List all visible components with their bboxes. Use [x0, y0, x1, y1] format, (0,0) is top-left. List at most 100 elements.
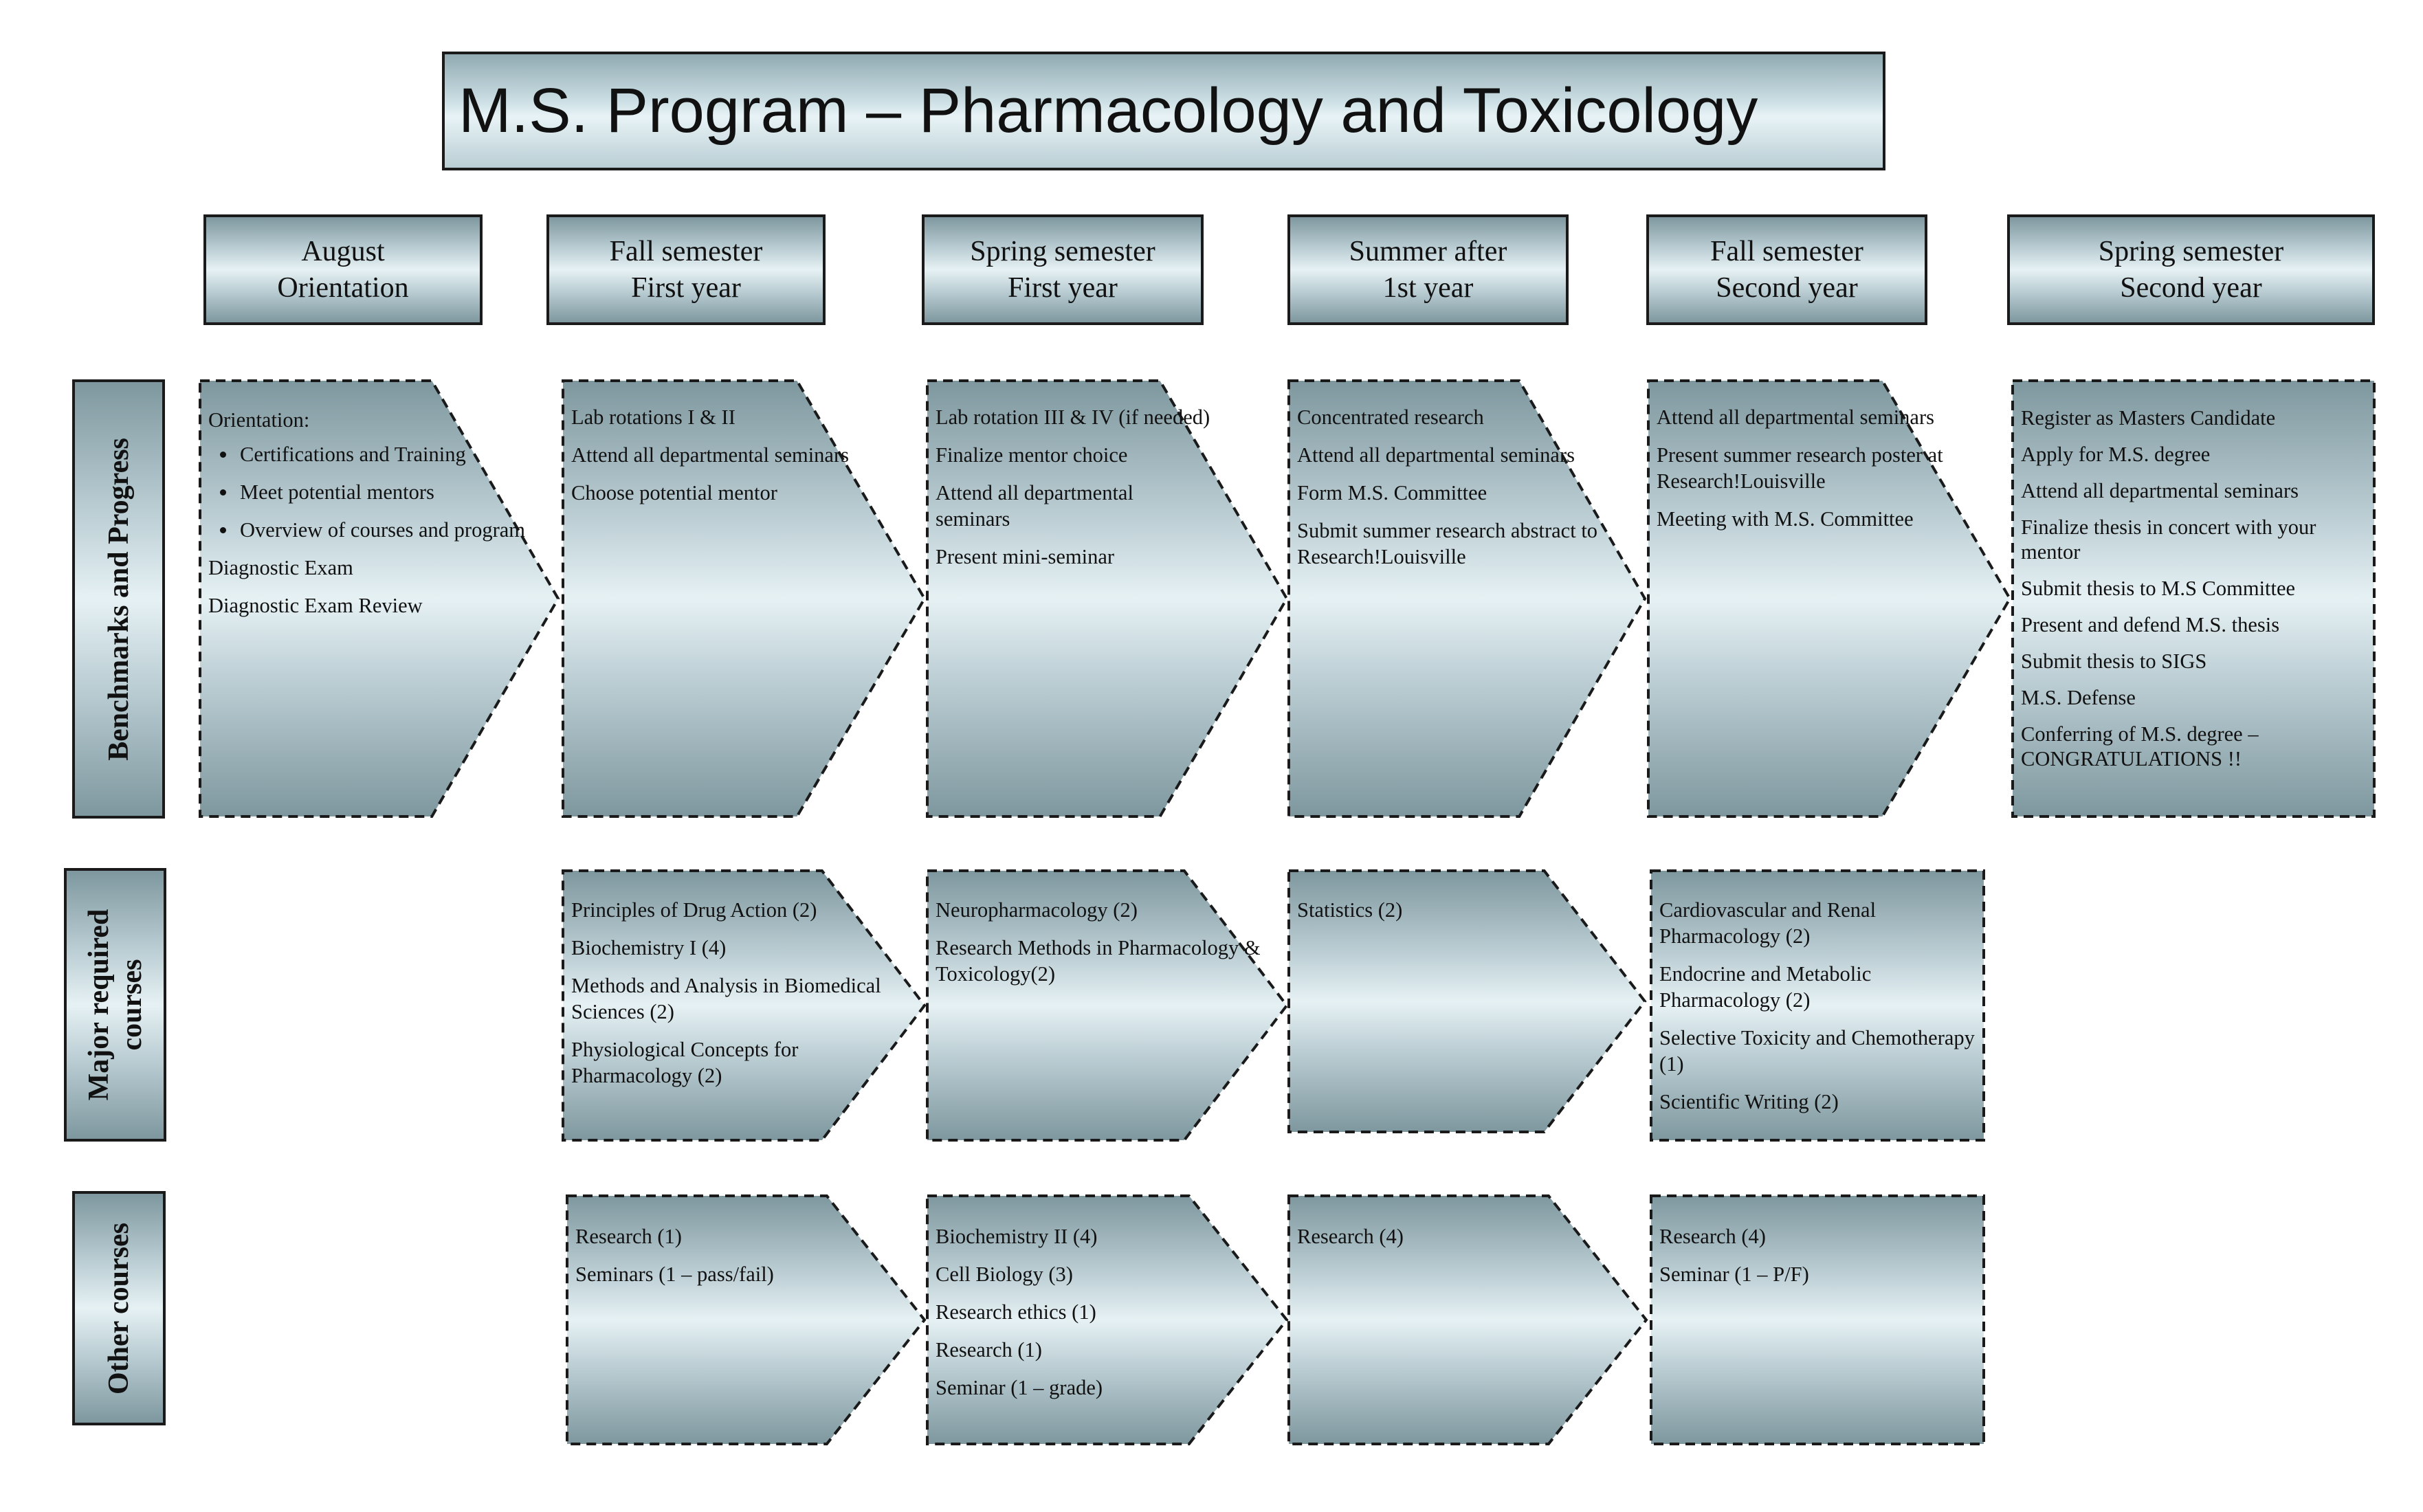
column-header-fall-second-year: Fall semester Second year	[1646, 214, 1927, 325]
column-header-line2: Orientation	[277, 271, 409, 304]
shape-outline	[1650, 1194, 1985, 1445]
row-header-benchmarks: Benchmarks and Progress	[72, 379, 165, 819]
list-item: Seminars (1 – pass/fail)	[575, 1263, 774, 1286]
list-item: Present summer research poster at Resear…	[1657, 443, 1943, 493]
shape-outline	[562, 379, 927, 818]
list-item: Concentrated research	[1297, 405, 1484, 429]
list-item: Cardiovascular and Renal Pharmacology (2…	[1659, 898, 1877, 948]
shape-outline	[1287, 869, 1647, 1133]
list-item: Neuropharmacology (2)	[936, 898, 1138, 922]
list-item: Overview of courses and program	[220, 517, 553, 543]
list-item: Lab rotation III & IV (if needed)	[936, 405, 1210, 429]
list-item: Cell Biology (3)	[936, 1263, 1073, 1286]
list-item: Principles of Drug Action (2)	[571, 898, 817, 922]
row-header-label: Other courses	[103, 1222, 135, 1394]
list-item: Submit summer research abstract to Resea…	[1297, 519, 1598, 568]
list-item: Orientation:	[208, 408, 310, 432]
list-item: Present and defend M.S. thesis	[2021, 613, 2280, 636]
column-header-line2: Second year	[2120, 271, 2262, 304]
shape-outline	[562, 869, 927, 1142]
list-item: Diagnostic Exam	[208, 556, 353, 579]
shape-outline	[926, 1194, 1289, 1445]
list-item: Apply for M.S. degree	[2021, 443, 2211, 466]
column-header-line1: Summer after	[1349, 235, 1507, 267]
list-item: Research (4)	[1297, 1225, 1404, 1248]
column-header-line1: Spring semester	[970, 235, 1155, 267]
list-item: Scientific Writing (2)	[1659, 1090, 1839, 1113]
list-item: Meet potential mentors	[220, 479, 553, 505]
list-item: Attend all departmental seminars	[571, 443, 849, 467]
row-header-label: Benchmarks and Progress	[102, 437, 135, 761]
list-item: Choose potential mentor	[571, 481, 777, 504]
list-item: Submit thesis to M.S Committee	[2021, 577, 2296, 600]
column-header-line2: First year	[1008, 271, 1118, 304]
column-header-line1: Fall semester	[1710, 235, 1863, 267]
list-item: Research (4)	[1659, 1225, 1766, 1248]
chevron-fall1-other-courses: Research (1) Seminars (1 – pass/fail)	[566, 1194, 927, 1445]
list-item: Meeting with M.S. Committee	[1657, 507, 1914, 531]
chevron-spring1-major-courses: Neuropharmacology (2) Research Methods in…	[926, 869, 1289, 1142]
column-header-spring-first-year: Spring semester First year	[922, 214, 1204, 325]
list-item: Attend all departmental seminars	[2021, 479, 2299, 502]
box-fall2-other-courses: Research (4) Seminar (1 – P/F)	[1650, 1194, 1985, 1445]
chevron-august-benchmarks: Orientation: Certifications and Training…	[199, 379, 560, 818]
row-header-other-courses: Other courses	[72, 1191, 166, 1425]
page-title: M.S. Program – Pharmacology and Toxicolo…	[442, 52, 1885, 170]
list-item: Physiological Concepts for Pharmacology …	[571, 1038, 799, 1087]
shape-outline	[1647, 379, 2012, 818]
chevron-summer1-other-courses: Research (4)	[1287, 1194, 1648, 1445]
column-header-line2: First year	[631, 271, 741, 304]
list-item: Research ethics (1)	[936, 1300, 1096, 1324]
row-header-major-courses: Major required courses	[64, 868, 166, 1142]
column-header-summer-first-year: Summer after 1st year	[1287, 214, 1569, 325]
list-item: Biochemistry I (4)	[571, 936, 727, 959]
list-item: Submit thesis to SIGS	[2021, 649, 2207, 673]
list-item: Attend all departmental seminars	[1297, 443, 1575, 467]
list-item: Form M.S. Committee	[1297, 481, 1487, 504]
list-item: Statistics (2)	[1297, 898, 1403, 922]
shape-outline	[1287, 1194, 1648, 1445]
list-item: Present mini-seminar	[936, 545, 1115, 568]
column-header-line1: August	[301, 235, 385, 267]
list-item: Seminar (1 – P/F)	[1659, 1263, 1809, 1286]
box-fall2-major-courses: Cardiovascular and Renal Pharmacology (2…	[1650, 869, 1985, 1142]
shape-outline	[2011, 379, 2376, 818]
list-item: Research (1)	[575, 1225, 682, 1248]
chevron-summer1-major-courses: Statistics (2)	[1287, 869, 1647, 1133]
row-header-label: Major required courses	[82, 909, 148, 1101]
list-item: Lab rotations I & II	[571, 405, 735, 429]
list-item: Attend all departmental seminars	[936, 481, 1133, 531]
column-header-spring-second-year: Spring semester Second year	[2007, 214, 2375, 325]
list-item: Finalize thesis in concert with your men…	[2021, 515, 2316, 564]
list-item: Selective Toxicity and Chemotherapy (1)	[1659, 1026, 1975, 1076]
shape-outline	[926, 869, 1289, 1142]
list-item: M.S. Defense	[2021, 686, 2136, 709]
list-item: Attend all departmental seminars	[1657, 405, 1934, 429]
list-item: Methods and Analysis in Biomedical Scien…	[571, 974, 881, 1023]
chevron-fall1-major-courses: Principles of Drug Action (2) Biochemistr…	[562, 869, 927, 1142]
shape-outline	[566, 1194, 927, 1445]
column-header-line2: Second year	[1716, 271, 1858, 304]
list-item: Research (1)	[936, 1338, 1042, 1361]
column-header-line2: 1st year	[1382, 271, 1474, 304]
chevron-spring1-other-courses: Biochemistry II (4) Cell Biology (3) Resea…	[926, 1194, 1289, 1445]
list-item: Register as Masters Candidate	[2021, 406, 2276, 430]
column-header-august: August Orientation	[203, 214, 483, 325]
shape-outline	[1650, 869, 1985, 1142]
list-item: Biochemistry II (4)	[936, 1225, 1098, 1248]
bullet-list: Certifications and Training Meet potenti…	[208, 441, 553, 543]
chevron-spring1-benchmarks: Lab rotation III & IV (if needed) Finaliz…	[926, 379, 1289, 818]
list-item: Seminar (1 – grade)	[936, 1376, 1103, 1399]
column-header-fall-first-year: Fall semester First year	[546, 214, 826, 325]
list-item: Diagnostic Exam Review	[208, 594, 423, 617]
shape-outline	[199, 379, 560, 818]
shape-outline	[1287, 379, 1647, 818]
shape-outline	[926, 379, 1289, 818]
list-item: Research Methods in Pharmacology & Toxic…	[936, 936, 1261, 986]
list-item: Finalize mentor choice	[936, 443, 1128, 467]
column-header-line1: Spring semester	[2098, 235, 2284, 267]
column-header-line1: Fall semester	[609, 235, 763, 267]
